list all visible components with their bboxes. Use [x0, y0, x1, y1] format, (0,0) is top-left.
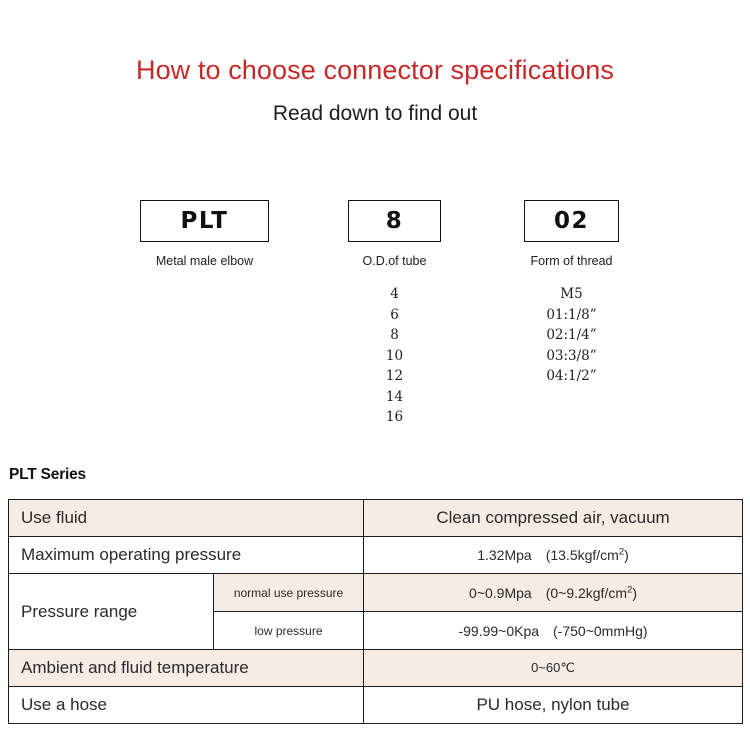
code-option: 01:1/8”: [546, 306, 597, 323]
spec-value-text: 1.32Mpa (13.5kgf/cm: [477, 547, 619, 563]
code-column-series: PLT Metal male elbow: [140, 200, 269, 268]
code-option: 8: [390, 327, 399, 343]
table-row: Use a hose PU hose, nylon tube: [7, 686, 744, 724]
code-option: 02:1/4”: [546, 327, 597, 343]
spec-label-temperature: Ambient and fluid temperature: [7, 649, 365, 687]
spec-value-use-a-hose: PU hose, nylon tube: [363, 686, 744, 724]
code-caption-thread-form: Form of thread: [530, 254, 613, 268]
spec-label-use-fluid: Use fluid: [7, 499, 365, 537]
code-option: 4: [390, 286, 399, 302]
code-option: 10: [385, 347, 404, 364]
code-caption-tube-od: O.D.of tube: [362, 254, 427, 268]
spec-value-normal-use-pressure: 0~0.9Mpa (0~9.2kgf/cm2): [363, 573, 744, 612]
page-subtitle: Read down to find out: [272, 102, 478, 125]
spec-value-text-suffix: ): [624, 547, 629, 563]
code-box-tube-od: 8: [348, 200, 441, 242]
spec-value-use-fluid: Clean compressed air, vacuum: [363, 499, 744, 537]
table-row: Ambient and fluid temperature 0~60℃: [7, 649, 744, 687]
code-option: 03:3/8”: [546, 347, 597, 364]
code-caption-series: Metal male elbow: [155, 254, 254, 268]
spec-value-text: 0~0.9Mpa (0~9.2kgf/cm: [469, 584, 628, 601]
spec-value-temperature: 0~60℃: [363, 649, 744, 687]
table-row: Maximum operating pressure 1.32Mpa (13.5…: [7, 536, 744, 574]
spec-value-superscript: 2: [618, 546, 625, 558]
spec-value-text: 0~60℃: [531, 660, 575, 675]
code-option: 12: [385, 368, 404, 384]
code-breakdown-diagram: PLT Metal male elbow 8 O.D.of tube 4 6 8…: [0, 200, 750, 450]
spec-sublabel-low-pressure: low pressure: [212, 611, 365, 650]
code-option: 6: [390, 306, 399, 323]
code-option: 16: [385, 409, 404, 425]
code-option: 14: [385, 388, 404, 405]
table-row: Pressure range normal use pressure 0~0.9…: [8, 573, 744, 650]
code-option-list-thread-form: M5 01:1/8” 02:1/4” 03:3/8” 04:1/2”: [524, 284, 619, 387]
code-column-thread-form: 02 Form of thread M5 01:1/8” 02:1/4” 03:…: [524, 200, 619, 387]
spec-label-pressure-range: Pressure range: [8, 573, 214, 650]
spec-label-max-pressure: Maximum operating pressure: [7, 536, 365, 574]
series-label: PLT Series: [9, 466, 86, 483]
code-option: M5: [560, 286, 583, 302]
code-box-series: PLT: [140, 200, 269, 242]
spec-value-text: Clean compressed air, vacuum: [436, 508, 670, 527]
code-box-tube-od-value: 8: [385, 208, 404, 234]
spec-value-max-pressure: 1.32Mpa (13.5kgf/cm2): [363, 536, 744, 574]
code-option-list-tube-od: 4 6 8 10 12 14 16: [348, 284, 441, 428]
code-box-series-value: PLT: [180, 208, 229, 234]
spec-label-use-a-hose: Use a hose: [7, 686, 365, 724]
spec-value-superscript: 2: [627, 583, 633, 595]
spec-value-text-suffix: ): [632, 584, 637, 601]
page-title: How to choose connector specifications: [135, 55, 615, 85]
code-box-thread-form: 02: [524, 200, 619, 242]
spec-value-text: PU hose, nylon tube: [476, 695, 630, 714]
code-option: 04:1/2”: [546, 368, 597, 384]
spec-sublabel-normal-use-pressure: normal use pressure: [212, 573, 365, 612]
code-column-tube-od: 8 O.D.of tube 4 6 8 10 12 14 16: [348, 200, 441, 428]
spec-value-text: -99.99~0Kpa (-750~0mmHg): [458, 622, 648, 639]
spec-value-low-pressure: -99.99~0Kpa (-750~0mmHg): [363, 611, 744, 650]
code-box-thread-form-value: 02: [553, 208, 589, 234]
specification-table: Use fluid Clean compressed air, vacuum M…: [7, 499, 744, 724]
table-row: Use fluid Clean compressed air, vacuum: [7, 499, 744, 537]
